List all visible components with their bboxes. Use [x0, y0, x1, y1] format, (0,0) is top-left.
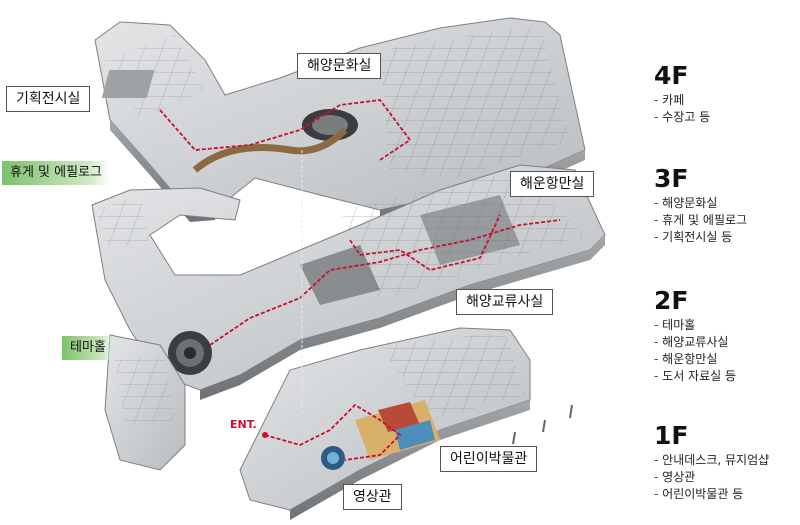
floor-4f-slab — [94, 17, 586, 222]
floor-item: 테마홀 — [654, 317, 736, 334]
building-cutaway-illustration — [91, 17, 606, 520]
floor-item: 기획전시실 등 — [654, 229, 747, 246]
label-special-exhibition: 기획전시실 — [6, 86, 91, 112]
floor-legend-2f: 2F 테마홀 해양교류사실 해운항만실 도서 자료실 등 — [654, 287, 736, 385]
floor-item: 해양교류사실 — [654, 334, 736, 351]
label-marine-culture: 해양문화실 — [297, 53, 382, 79]
floor-item: 수장고 등 — [654, 109, 710, 126]
floor-title: 3F — [654, 164, 689, 193]
floor-item: 영상관 — [654, 469, 769, 486]
floor-item: 어린이박물관 등 — [654, 486, 769, 503]
label-shipping-port: 해운항만실 — [510, 171, 595, 197]
floor-legend-1f: 1F 안내데스크, 뮤지엄샵 영상관 어린이박물관 등 — [654, 422, 769, 503]
floor-item: 해양문화실 — [654, 195, 747, 212]
floor-title: 2F — [654, 286, 689, 315]
floor-legend-4f: 4F 카페 수장고 등 — [654, 62, 710, 126]
label-childrens-museum: 어린이박물관 — [440, 446, 538, 472]
floor-item: 카페 — [654, 92, 710, 109]
floor-title: 1F — [654, 421, 689, 450]
label-marine-exchange: 해양교류사실 — [456, 289, 554, 315]
floor-1f-slab — [104, 327, 573, 520]
floor-title: 4F — [654, 61, 689, 90]
floor-2f-slab — [91, 164, 606, 400]
label-rest-epilogue: 휴게 및 에필로그 — [2, 161, 110, 185]
floor-item: 해운항만실 — [654, 351, 736, 368]
label-entrance: ENT. — [230, 418, 257, 431]
label-cinema: 영상관 — [343, 484, 402, 510]
floor-legend-3f: 3F 해양문화실 휴게 및 에필로그 기획전시실 등 — [654, 165, 747, 246]
floor-item: 도서 자료실 등 — [654, 368, 736, 385]
label-theme-hall: 테마홀 — [62, 336, 114, 360]
floor-item: 안내데스크, 뮤지엄샵 — [654, 452, 769, 469]
floor-item: 휴게 및 에필로그 — [654, 212, 747, 229]
